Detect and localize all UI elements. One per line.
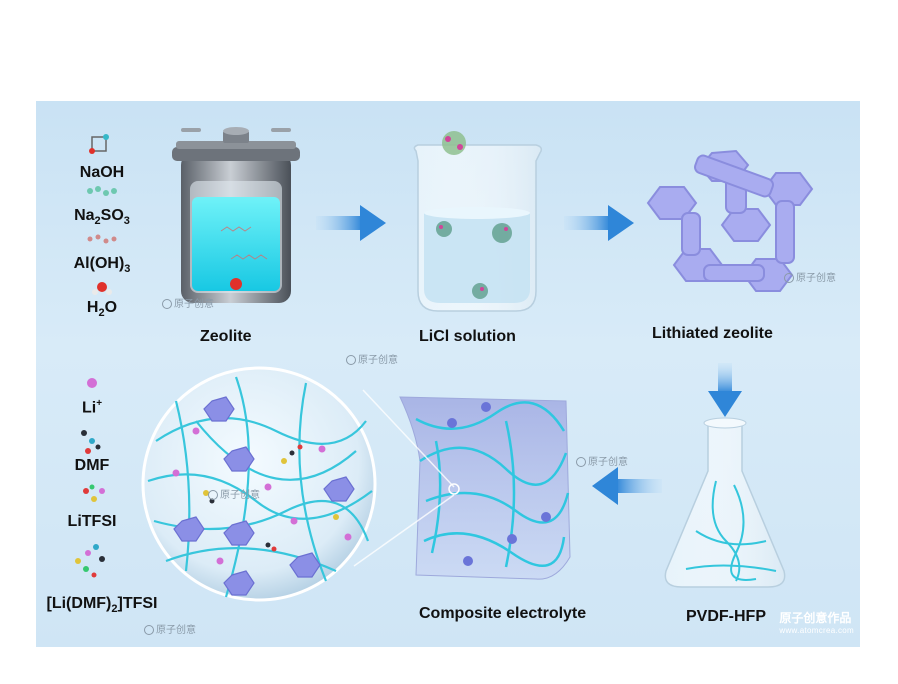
zeolite-label: Zeolite (200, 328, 252, 345)
watermark: 原子创意 (162, 295, 214, 310)
arrow-pvdf-to-composite (592, 467, 662, 505)
h2o-label: H2O (86, 299, 118, 320)
magnified-view-icon (141, 366, 377, 602)
lithiated-zeolite-cage-icon (646, 149, 814, 292)
brand-name: 原子创意作品 (779, 611, 852, 625)
lithiated-zeolite-label: Lithiated zeolite (652, 325, 773, 342)
brand-watermark: 原子创意作品 www.atomcrea.com (779, 609, 854, 635)
beaker-icon (413, 131, 543, 312)
brand-url: www.atomcrea.com (779, 626, 854, 635)
watermark: 原子创意 (144, 621, 196, 636)
naoh-molecule-icon (89, 134, 109, 154)
aloh3-molecule-icon (87, 234, 117, 244)
diagram-panel: NaOH Na2SO3 Al(OH)3 H2O Li+ DMF LiTFSI [… (36, 101, 860, 647)
li-dmf-tfsi-complex-icon (75, 544, 105, 578)
aloh3-label: Al(OH)3 (73, 255, 131, 276)
process-diagram-svg (75, 127, 814, 602)
autoclave-reactor-icon (172, 127, 300, 303)
composite-electrolyte-label: Composite electrolyte (419, 605, 587, 622)
dmf-molecule-icon (81, 430, 101, 454)
watermark: 原子创意 (346, 351, 398, 366)
dmf-label: DMF (74, 457, 110, 474)
zeolite-crystal-icon (442, 131, 466, 155)
na2so3-molecule-icon (87, 186, 117, 196)
pvdf-hfp-label: PVDF-HFP (686, 608, 766, 625)
h2o-molecule-icon (92, 282, 112, 295)
composite-film-icon (353, 389, 571, 580)
litfsi-molecule-icon (83, 484, 105, 502)
litfsi-label: LiTFSI (67, 513, 117, 530)
erlenmeyer-flask-icon (664, 417, 786, 588)
arrow-lithiated-to-pvdf (708, 363, 742, 417)
naoh-label: NaOH (79, 164, 125, 181)
na2so3-label: Na2SO3 (74, 207, 130, 228)
watermark: 原子创意 (576, 453, 628, 468)
li-ion-label: Li+ (81, 398, 103, 417)
watermark: 原子创意 (784, 269, 836, 284)
complex-label: [Li(DMF)2]TFSI (46, 595, 158, 616)
li-ion-icon (87, 378, 97, 388)
watermark: 原子创意 (208, 486, 260, 501)
licl-solution-label: LiCl solution (419, 328, 516, 345)
arrow-licl-to-lithiated (564, 205, 634, 241)
arrow-zeolite-to-licl (316, 205, 386, 241)
